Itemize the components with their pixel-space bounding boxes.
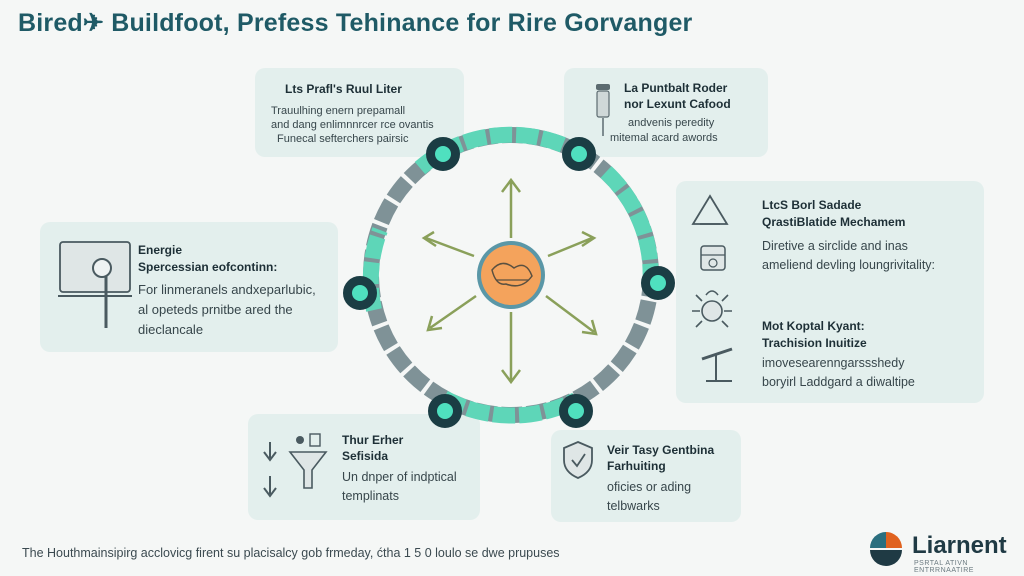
brand-tagline: PSRTAL ATIVN ENTRRNAATIRE	[914, 560, 974, 574]
ring-node[interactable]	[562, 137, 596, 171]
card-top-right: La Puntbalt Roder nor Lexunt Cafood andv…	[564, 68, 768, 157]
ring-node[interactable]	[428, 394, 462, 428]
shield-icon	[561, 440, 595, 485]
card-bottom-right: Veir Tasy Gentbina Farhuiting oficies or…	[551, 430, 741, 522]
footer-note: The Houthmainsipirg acclovicg firent su …	[22, 546, 560, 560]
card-right-block2-heading: Mot Koptal Kyant: Trachision Inuitize	[762, 318, 867, 352]
calculator-icon	[698, 243, 728, 278]
ring-node[interactable]	[641, 266, 675, 300]
card-bottom-left-line: Un dnper of indptical	[342, 470, 457, 484]
warning-triangle-icon	[690, 193, 730, 232]
card-top-right-line: mitemal acard awords	[610, 132, 718, 144]
card-bottom-left-heading-line: Sefisida	[342, 449, 389, 463]
card-top-left-line: Trauulhing enern prepamall	[271, 105, 406, 117]
card-left-text: For linmeranels andxeparlubic, al opeted…	[138, 280, 316, 340]
card-bottom-right-line: oficies or ading	[607, 480, 692, 494]
card-right-heading-line: Trachision Inuitize	[762, 336, 867, 350]
card-left-heading: Energie Spercessian eofcontinn:	[138, 242, 277, 276]
card-bottom-right-line: telbwarks	[607, 499, 660, 513]
card-left-heading-line: Spercessian eofcontinn:	[138, 260, 278, 274]
card-top-right-line: andvenis peredity	[628, 117, 715, 129]
card-right-heading-line: Mot Koptal Kyant:	[762, 319, 865, 333]
ring-node[interactable]	[559, 394, 593, 428]
card-right-line: boryirl Laddgard a diwaltipe	[762, 375, 915, 389]
card-left-line: For linmeranels andxeparlubic,	[138, 282, 316, 297]
card-top-right-heading-line: La Puntbalt Roder	[624, 81, 728, 95]
card-bottom-left-heading: Thur Erher Sefisida	[342, 432, 403, 464]
card-top-right-heading: La Puntbalt Roder nor Lexunt Cafood	[624, 80, 731, 112]
card-right-block1-text: Diretive a sirclide and inas ameliend de…	[762, 237, 935, 275]
card-top-right-heading-line: nor Lexunt Cafood	[624, 97, 731, 111]
arrows	[421, 177, 598, 385]
card-left: Energie Spercessian eofcontinn: For linm…	[40, 222, 338, 352]
tube-icon	[592, 82, 614, 143]
card-left-line: dieclancale	[138, 322, 204, 337]
card-right-line: Diretive a sirclide and inas	[762, 239, 908, 253]
card-left-heading-line: Energie	[138, 243, 183, 257]
card-bottom-right-text: oficies or ading telbwarks	[607, 478, 691, 516]
funnel-icon	[286, 430, 330, 499]
card-bottom-right-heading-line: Veir Tasy Gentbina	[607, 443, 715, 457]
card-top-left: Lts Prafl's Ruul Liter Trauulhing enern …	[255, 68, 464, 157]
card-bottom-right-heading-line: Farhuiting	[607, 459, 666, 473]
card-bottom-left: Thur Erher Sefisida Un dnper of indptica…	[248, 414, 480, 520]
telescope-icon	[698, 345, 738, 392]
ring-node[interactable]	[426, 137, 460, 171]
card-right: LtcS Borl Sadade QrastiBlatide Mechamem …	[676, 181, 984, 403]
card-bottom-left-text: Un dnper of indptical templinats	[342, 468, 457, 506]
arrows-down-icon	[260, 438, 280, 507]
card-right-block2-text: imovesearenngarssshedy boryirl Laddgard …	[762, 354, 915, 392]
cycle-ring	[362, 126, 659, 424]
card-top-left-line: Funecal sefterchers pairsic	[277, 133, 409, 145]
card-top-left-text: Trauulhing enern prepamall and dang enli…	[271, 104, 434, 146]
brand[interactable]: Liarnent PSRTAL ATIVN ENTRRNAATIRE	[868, 528, 1018, 574]
card-right-line: ameliend devling loungrivitality:	[762, 258, 936, 272]
card-top-left-line: and dang enlimnnrcer rce ovantis	[271, 119, 434, 131]
card-right-line: imovesearenngarssshedy	[762, 356, 905, 370]
card-bottom-left-line: templinats	[342, 489, 399, 503]
card-right-block1-heading: LtcS Borl Sadade QrastiBlatide Mechamem	[762, 197, 905, 231]
gear-bug-icon	[688, 285, 736, 338]
ring-node[interactable]	[343, 276, 377, 310]
brand-name: Liarnent	[912, 532, 1007, 559]
brand-logo-icon	[868, 530, 904, 571]
card-right-heading-line: LtcS Borl Sadade	[762, 198, 862, 212]
card-top-right-text: andvenis peredity mitemal acard awords	[610, 116, 718, 146]
page-title: Bired✈ Buildfoot, Prefess Tehinance for …	[18, 9, 693, 37]
card-bottom-left-heading-line: Thur Erher	[342, 433, 404, 447]
monitor-magnifier-icon	[56, 240, 134, 337]
card-left-line: al opeteds prnitbe ared the	[138, 302, 293, 317]
card-top-left-heading: Lts Prafl's Ruul Liter	[285, 82, 402, 96]
card-right-heading-line: QrastiBlatide Mechamem	[762, 215, 906, 229]
card-bottom-right-heading: Veir Tasy Gentbina Farhuiting	[607, 442, 714, 474]
